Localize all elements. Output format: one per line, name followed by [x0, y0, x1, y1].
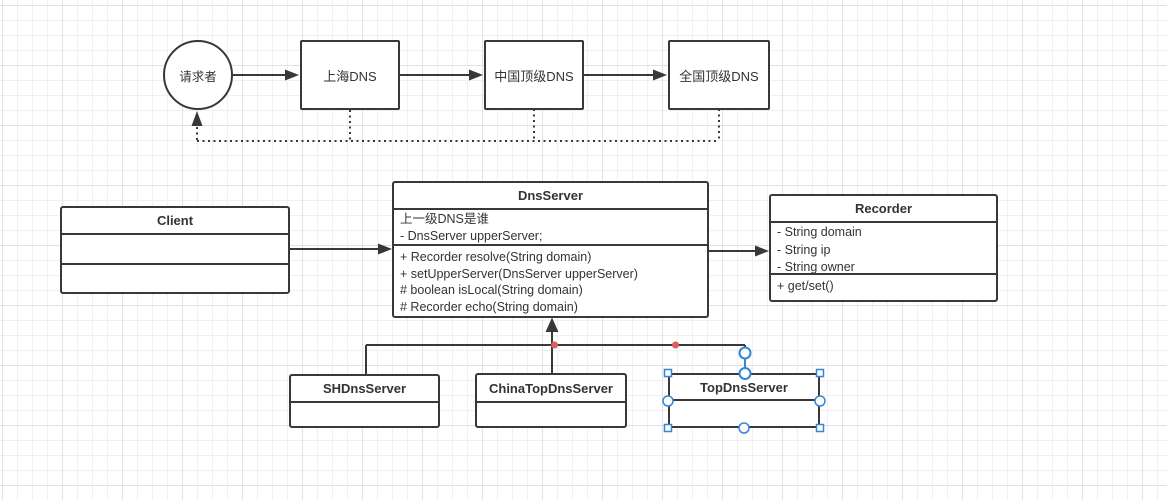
- method-line: + Recorder resolve(String domain): [400, 250, 592, 264]
- flow-node-shanghai-dns[interactable]: 上海DNS: [300, 40, 400, 110]
- class-title: Client: [62, 208, 288, 235]
- flow-node-requester[interactable]: 请求者: [163, 40, 233, 110]
- class-attribute-section: 上一级DNS是谁 - DnsServer upperServer;: [394, 210, 707, 246]
- class-title: SHDnsServer: [291, 376, 438, 403]
- arrowhead-right-icon: [653, 69, 667, 81]
- attribute-line: - String ip: [777, 242, 831, 257]
- arrow-client-to-dnsserver[interactable]: [290, 243, 392, 255]
- class-title: TopDnsServer: [670, 375, 818, 401]
- class-title: DnsServer: [394, 183, 707, 210]
- class-body-section: [670, 401, 818, 405]
- arrow-shanghai-to-chinatop[interactable]: [400, 69, 483, 81]
- arrow-chinatop-to-nationaltop[interactable]: [584, 69, 667, 81]
- arrow-dnsserver-to-recorder[interactable]: [709, 245, 769, 257]
- class-attribute-section: - String domain - String ip - String own…: [771, 223, 996, 275]
- junction-dot[interactable]: [672, 341, 679, 349]
- class-dnsserver[interactable]: DnsServer 上一级DNS是谁 - DnsServer upperServ…: [392, 181, 709, 318]
- class-shdnsserver[interactable]: SHDnsServer: [289, 374, 440, 428]
- arrowhead-right-icon: [469, 69, 483, 81]
- method-line: + setUpperServer(DnsServer upperServer): [400, 266, 638, 281]
- arrowhead-right-icon: [755, 245, 769, 257]
- class-body-section: [291, 403, 438, 407]
- flow-node-label: 上海DNS: [323, 68, 377, 84]
- arrowhead-right-icon: [285, 69, 299, 81]
- generalization-connector[interactable]: [365, 317, 746, 375]
- attribute-line: - DnsServer upperServer;: [400, 228, 543, 243]
- method-line: # Recorder echo(String domain): [400, 299, 578, 314]
- flow-node-national-top-dns[interactable]: 全国顶级DNS: [668, 40, 770, 110]
- arrowhead-up-icon: [545, 317, 559, 332]
- class-title: Recorder: [771, 196, 996, 223]
- flow-node-label: 中国顶级DNS: [494, 68, 574, 84]
- flow-node-label: 全国顶级DNS: [679, 68, 759, 84]
- class-client[interactable]: Client: [60, 206, 290, 294]
- attribute-line: - String owner: [777, 260, 855, 274]
- attribute-line: 上一级DNS是谁: [400, 212, 489, 226]
- class-method-section: + Recorder resolve(String domain) + setU…: [394, 246, 707, 316]
- class-attribute-section: [62, 235, 288, 265]
- class-chinatopdnsserver[interactable]: ChinaTopDnsServer: [475, 373, 627, 428]
- class-title: ChinaTopDnsServer: [477, 375, 625, 403]
- dotted-feedback-connector[interactable]: [191, 109, 720, 142]
- arrowhead-right-icon: [378, 243, 392, 255]
- method-line: # boolean isLocal(String domain): [400, 283, 583, 297]
- class-method-section: + get/set(): [771, 275, 996, 300]
- arrow-requester-to-shanghai[interactable]: [233, 69, 299, 81]
- connector-endpoint-handle[interactable]: [738, 346, 752, 360]
- attribute-line: - String domain: [777, 225, 862, 239]
- flow-node-label: 请求者: [179, 69, 217, 84]
- class-topdnsserver[interactable]: TopDnsServer: [668, 373, 820, 428]
- class-recorder[interactable]: Recorder - String domain - String ip - S…: [769, 194, 998, 302]
- junction-dot[interactable]: [551, 341, 558, 349]
- arrowhead-up-icon: [191, 111, 203, 126]
- class-body-section: [477, 403, 625, 407]
- method-line: + get/set(): [777, 279, 834, 293]
- flow-node-china-top-dns[interactable]: 中国顶级DNS: [484, 40, 584, 110]
- class-method-section: [62, 265, 288, 292]
